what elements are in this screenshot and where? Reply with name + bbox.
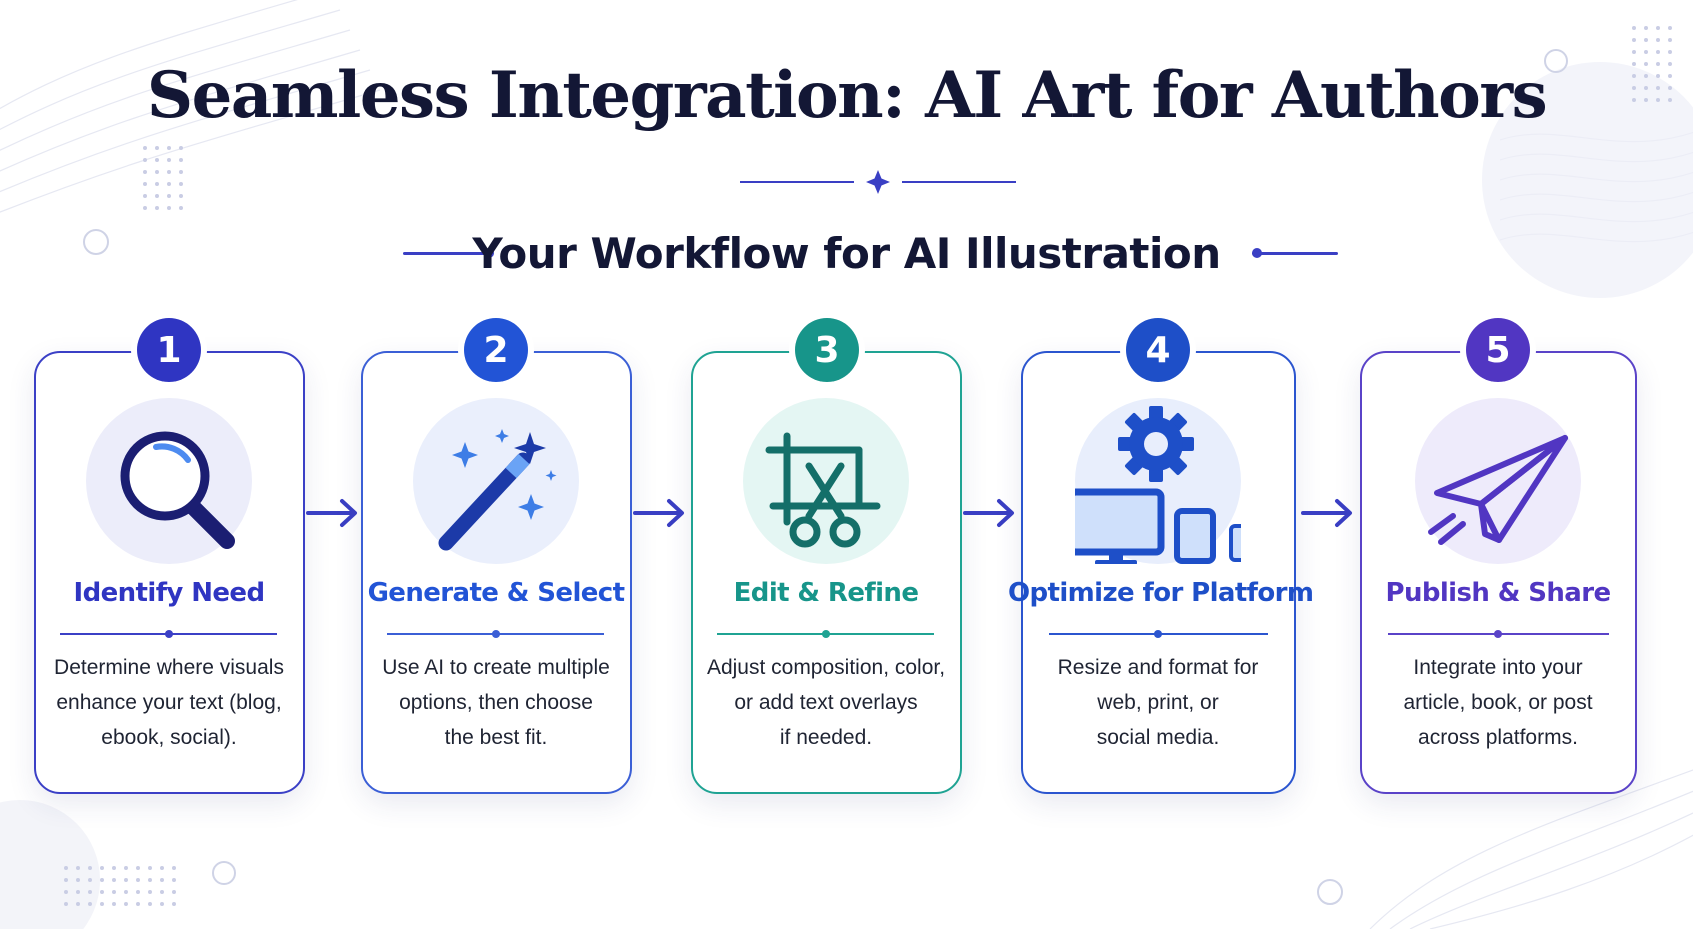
description-line: enhance your text (blog, (56, 691, 282, 714)
arrow-right-icon (963, 499, 1014, 527)
step-title: Optimize for Platform (1008, 578, 1314, 608)
magnifying-glass-icon (120, 431, 235, 549)
subtitle-line-right (1252, 252, 1338, 255)
step-number-badge: 4 (1126, 318, 1190, 382)
description-line: article, book, or post (1403, 691, 1593, 714)
title-divider (740, 170, 1016, 194)
description-line: Resize and format for (1057, 656, 1259, 679)
step-number-badge: 3 (795, 318, 859, 382)
step-separator-dot (492, 630, 500, 638)
step-separator-dot (822, 630, 830, 638)
step-number-badge: 2 (464, 318, 528, 382)
magic-wand-icon (438, 429, 557, 551)
arrow-right-icon (1301, 499, 1352, 527)
description-line: if needed. (779, 726, 873, 749)
arrow-right-icon (306, 499, 357, 527)
description-line: Adjust composition, color, (706, 656, 946, 679)
description-line: or add text overlays (734, 691, 918, 714)
paper-plane-icon (1428, 435, 1568, 545)
step-number-badge: 1 (137, 318, 201, 382)
description-line: ebook, social). (101, 726, 237, 749)
gear-devices-icon (1075, 406, 1241, 564)
crop-scissors-icon (765, 432, 881, 548)
description-line: the best fit. (444, 726, 548, 749)
step-description: Determine where visuals enhance your tex… (44, 650, 294, 755)
step-separator-dot (1154, 630, 1162, 638)
description-line: options, then choose (399, 691, 593, 714)
step-separator-dot (165, 630, 173, 638)
icon-backdrop (743, 398, 909, 564)
description-line: Integrate into your (1413, 656, 1583, 679)
step-title: Edit & Refine (733, 578, 919, 608)
description-line: Use AI to create multiple (382, 656, 610, 679)
subtitle-row: Your Workflow for AI Illustration (0, 226, 1693, 282)
workflow-subtitle: Your Workflow for AI Illustration (472, 229, 1221, 278)
step-title: Generate & Select (367, 578, 625, 608)
arrow-right-icon (633, 499, 684, 527)
page-title: Seamless Integration: AI Art for Authors (146, 58, 1548, 133)
description-line: across platforms. (1418, 726, 1578, 749)
description-line: Determine where visuals (54, 656, 284, 679)
step-description: Use AI to create multiple options, then … (371, 650, 621, 755)
description-line: social media. (1096, 726, 1220, 749)
step-separator-dot (1494, 630, 1502, 638)
step-description: Adjust composition, color, or add text o… (701, 650, 951, 755)
step-description: Integrate into your article, book, or po… (1373, 650, 1623, 755)
step-title: Identify Need (73, 578, 266, 608)
step-title: Publish & Share (1385, 578, 1611, 608)
step-description: Resize and format for web, print, or soc… (1033, 650, 1283, 755)
subtitle-dot-left (484, 248, 494, 258)
step-number-badge: 5 (1466, 318, 1530, 382)
description-line: web, print, or (1097, 691, 1219, 714)
subtitle-line-left (403, 252, 489, 255)
sparkle-icon (866, 170, 890, 194)
